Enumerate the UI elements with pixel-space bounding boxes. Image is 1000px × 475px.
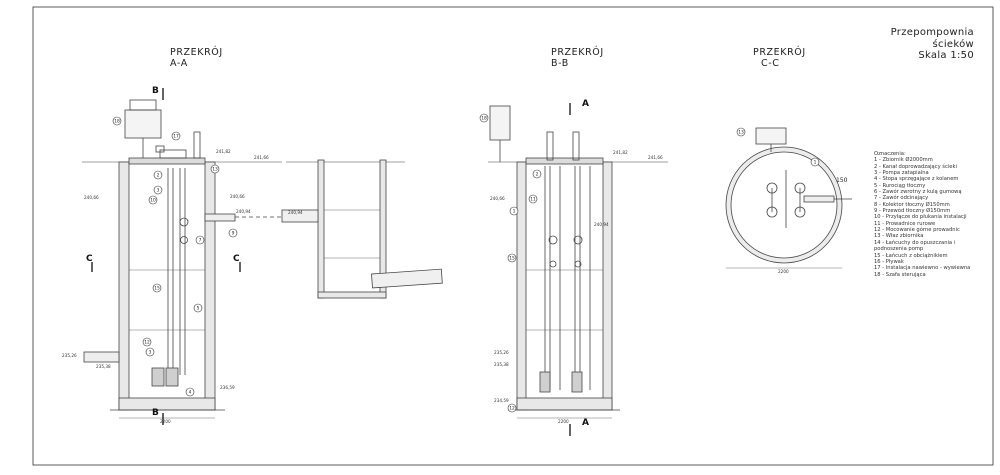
legend-item: 9 - Przewód tłoczny Ø150mm bbox=[874, 208, 951, 215]
svg-text:10: 10 bbox=[150, 198, 156, 204]
level-aa-right-ground: 241,66 bbox=[254, 155, 269, 160]
title-line-1: Przepompownia bbox=[890, 27, 974, 38]
title-line-3: Skala 1:50 bbox=[918, 50, 974, 61]
svg-text:18: 18 bbox=[481, 116, 487, 122]
svg-text:7: 7 bbox=[199, 238, 202, 244]
section-cc-line2: C-C bbox=[761, 58, 780, 69]
level-bb-left: 240,66 bbox=[490, 196, 505, 201]
callout-markers bbox=[112, 113, 820, 413]
svg-text:5: 5 bbox=[197, 306, 200, 312]
level-aa-left-pipe: 240,66 bbox=[84, 195, 99, 200]
legend-item: 16 - Pływak bbox=[874, 258, 904, 265]
cut-mark-a-top: A bbox=[582, 99, 589, 109]
svg-text:11: 11 bbox=[530, 197, 536, 203]
svg-text:13: 13 bbox=[212, 167, 218, 173]
section-aa-heading: PRZEKRÓJ A-A bbox=[170, 47, 223, 69]
level-aa-bottom-b: 235,38 bbox=[96, 364, 111, 369]
section-cc-heading: PRZEKRÓJ C-C bbox=[753, 47, 806, 69]
drawing-frame bbox=[32, 6, 994, 466]
aa-cut-marks bbox=[91, 88, 241, 425]
svg-text:15: 15 bbox=[509, 256, 515, 262]
svg-text:17: 17 bbox=[173, 134, 179, 140]
dim-cc-width: 2200 bbox=[778, 269, 789, 274]
level-aa-ground: 241,82 bbox=[216, 149, 231, 154]
legend-item: podnoszenia pomp bbox=[874, 246, 924, 253]
svg-text:1: 1 bbox=[814, 160, 817, 166]
section-bb-heading: PRZEKRÓJ B-B bbox=[551, 47, 604, 69]
svg-text:18: 18 bbox=[114, 119, 120, 125]
dim-aa-width: 2200 bbox=[160, 419, 171, 424]
svg-text:12: 12 bbox=[144, 340, 150, 346]
legend-heading: Oznaczenia: bbox=[874, 151, 906, 157]
cut-mark-c-right: C bbox=[233, 254, 240, 264]
level-aa-outlet-a: 240,66 bbox=[230, 194, 245, 199]
level-aa-bottom-a: 235,26 bbox=[62, 353, 77, 358]
level-bb-ground-a: 241,82 bbox=[613, 150, 628, 155]
section-bb-line2: B-B bbox=[551, 58, 569, 69]
level-bb-bottom-b: 235,38 bbox=[494, 362, 509, 367]
svg-text:13: 13 bbox=[738, 130, 744, 136]
legend-item: 3 - Pompa zatapialna bbox=[874, 170, 929, 177]
legend-item: 12 - Mocowanie górne prowadnic bbox=[874, 227, 960, 234]
legend-item: 18 - Szafa sterująca bbox=[874, 271, 926, 278]
inflow-chamber-drawing bbox=[281, 159, 443, 299]
svg-text:9: 9 bbox=[232, 231, 235, 237]
level-bb-foot: 234,59 bbox=[494, 398, 509, 403]
section-bb-drawing bbox=[488, 105, 668, 419]
section-aa-line1: PRZEKRÓJ bbox=[170, 47, 223, 58]
cut-mark-b-top: B bbox=[152, 86, 159, 96]
legend-item: 5 - Rurociąg tłoczny bbox=[874, 182, 926, 189]
legend-item: 10 - Przyłącze do płukania instalacji bbox=[874, 214, 967, 221]
level-bb-bottom-a: 235,26 bbox=[494, 350, 509, 355]
legend-item: 4 - Stopa sprzęgające z kolanem bbox=[874, 176, 959, 183]
legend-item: 8 - Kolektor tłoczny Ø150mm bbox=[874, 201, 950, 208]
svg-text:2: 2 bbox=[536, 172, 539, 178]
legend-item: 7 - Zawór odcinający bbox=[874, 195, 929, 202]
svg-text:4: 4 bbox=[189, 390, 192, 396]
section-cc-drawing bbox=[725, 127, 852, 269]
sheet-title: Przepompownia ścieków Skala 1:50 bbox=[891, 27, 974, 62]
svg-text:3: 3 bbox=[149, 350, 152, 356]
legend-item: 6 - Zawór zwrotny z kulą gumową bbox=[874, 189, 962, 196]
legend-item: 11 - Prowadnice rurowe bbox=[874, 220, 936, 227]
section-aa-drawing bbox=[82, 99, 325, 419]
section-aa-line2: A-A bbox=[170, 58, 188, 69]
level-aa-outlet-b: 240,94 bbox=[236, 209, 251, 214]
level-bb-ground-b: 241,66 bbox=[648, 155, 663, 160]
section-cc-line1: PRZEKRÓJ bbox=[753, 47, 806, 58]
svg-text:12: 12 bbox=[509, 406, 515, 412]
legend-item: 2 - Kanał doprowadzający ścieki bbox=[874, 163, 957, 170]
svg-text:2: 2 bbox=[157, 173, 160, 179]
section-bb-line1: PRZEKRÓJ bbox=[551, 47, 604, 58]
legend-item: 13 - Właz zbiornika bbox=[874, 233, 924, 240]
legend-item: 17 - Instalacja nawiewno - wywiewna bbox=[874, 265, 971, 272]
legend-item: 1 - Zbiornik Ø2000mm bbox=[874, 157, 933, 164]
svg-text:15: 15 bbox=[154, 286, 160, 292]
level-aa-inflow: 240,94 bbox=[288, 210, 303, 215]
level-aa-foot: 236,59 bbox=[220, 385, 235, 390]
cut-mark-b-bottom: B bbox=[152, 408, 159, 418]
level-bb-mid: 240,94 bbox=[594, 222, 609, 227]
cut-mark-a-bottom: A bbox=[582, 418, 589, 428]
svg-text:3: 3 bbox=[157, 188, 160, 194]
svg-text:1: 1 bbox=[513, 209, 516, 215]
cc-pipe-diameter: 150 bbox=[836, 177, 848, 184]
dim-bb-width: 2200 bbox=[558, 419, 569, 424]
title-line-2: ścieków bbox=[932, 38, 974, 50]
cut-mark-c-left: C bbox=[86, 254, 93, 264]
legend-item: 15 - Łańcuch z obciążnikiem bbox=[874, 252, 948, 259]
legend-item: 14 - Łańcuchy do opuszczania i bbox=[874, 239, 956, 246]
callout-numbers: 18 17 2 3 10 13 7 9 15 5 12 3 4 18 1 2 1… bbox=[114, 116, 816, 412]
